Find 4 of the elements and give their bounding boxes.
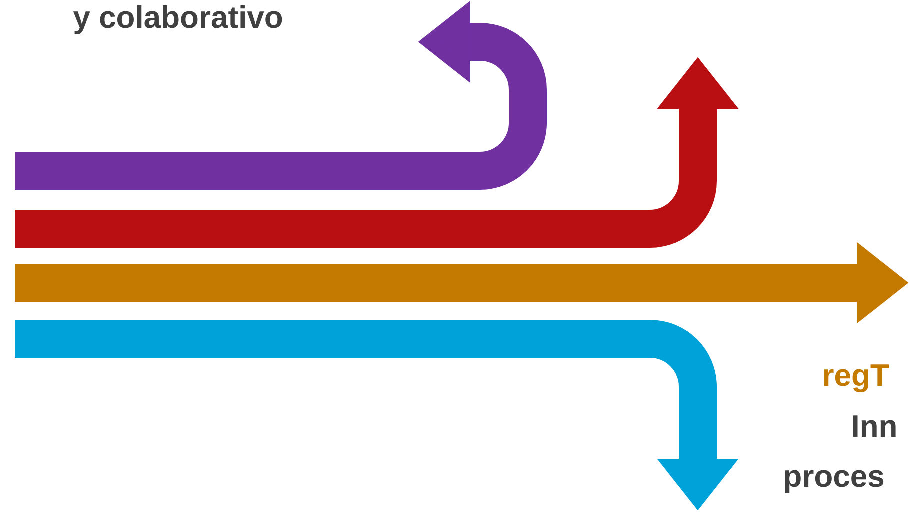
label-text: y colaborativo bbox=[73, 6, 282, 34]
label-text: regT bbox=[824, 364, 890, 393]
label-text: Inn bbox=[853, 416, 896, 437]
label-text: proces bbox=[785, 470, 884, 494]
